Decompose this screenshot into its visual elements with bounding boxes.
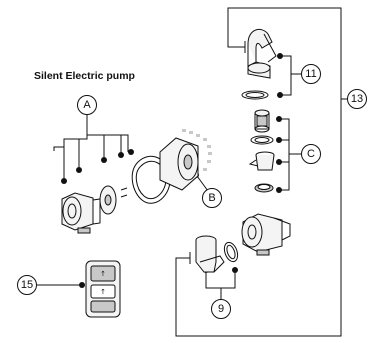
gasket-icon (131, 155, 171, 204)
pipe-sleeve-icon (254, 109, 270, 133)
svg-text:↑: ↑ (100, 270, 106, 278)
callout-a-label: A (83, 99, 91, 111)
leader-dots-11 (277, 53, 283, 98)
callout-b-circle (202, 188, 222, 208)
leader-dots-c (276, 116, 282, 193)
control-panel-icon: ↑ ↑ (85, 260, 121, 318)
callout-11-label: 11 (305, 68, 316, 80)
callout-c-circle (301, 144, 321, 164)
pump-housing-icon (159, 129, 212, 191)
leader-9 (205, 270, 236, 299)
callout-11-circle (301, 64, 321, 84)
diagram-title: Silent Electric pump (34, 70, 135, 82)
flange-plate-icon (99, 185, 128, 215)
hose-clamp-c-icon (250, 135, 274, 145)
threaded-ring-icon (254, 183, 274, 193)
callout-b-label: B (208, 192, 215, 204)
callout-a-circle (77, 95, 97, 115)
callout-9-label: 9 (218, 303, 224, 315)
elbow-pipe-icon (247, 28, 277, 79)
leader-dot-15 (79, 282, 85, 288)
pump-motor-right-icon (241, 213, 291, 256)
svg-text:↑: ↑ (100, 288, 106, 296)
callout-15-circle (17, 275, 37, 295)
elbow-pipe-9-icon (195, 235, 225, 273)
hose-clamp-11-icon (241, 90, 269, 100)
callout-13-circle (347, 89, 367, 109)
leader-dots-a (61, 149, 134, 184)
pump-motor-icon (61, 192, 101, 234)
bracket-13 (175, 7, 349, 337)
callout-c-label: C (307, 148, 315, 160)
callout-13-label: 13 (351, 93, 363, 105)
callout-15-label: 15 (21, 279, 33, 291)
hose-clamp-9-icon (223, 241, 239, 263)
leader-a (53, 115, 129, 181)
cup-fitting-icon (248, 151, 275, 171)
callout-9-circle (211, 299, 231, 319)
leader-11 (280, 55, 302, 96)
leader-b (196, 175, 209, 192)
leader-c (279, 118, 302, 191)
